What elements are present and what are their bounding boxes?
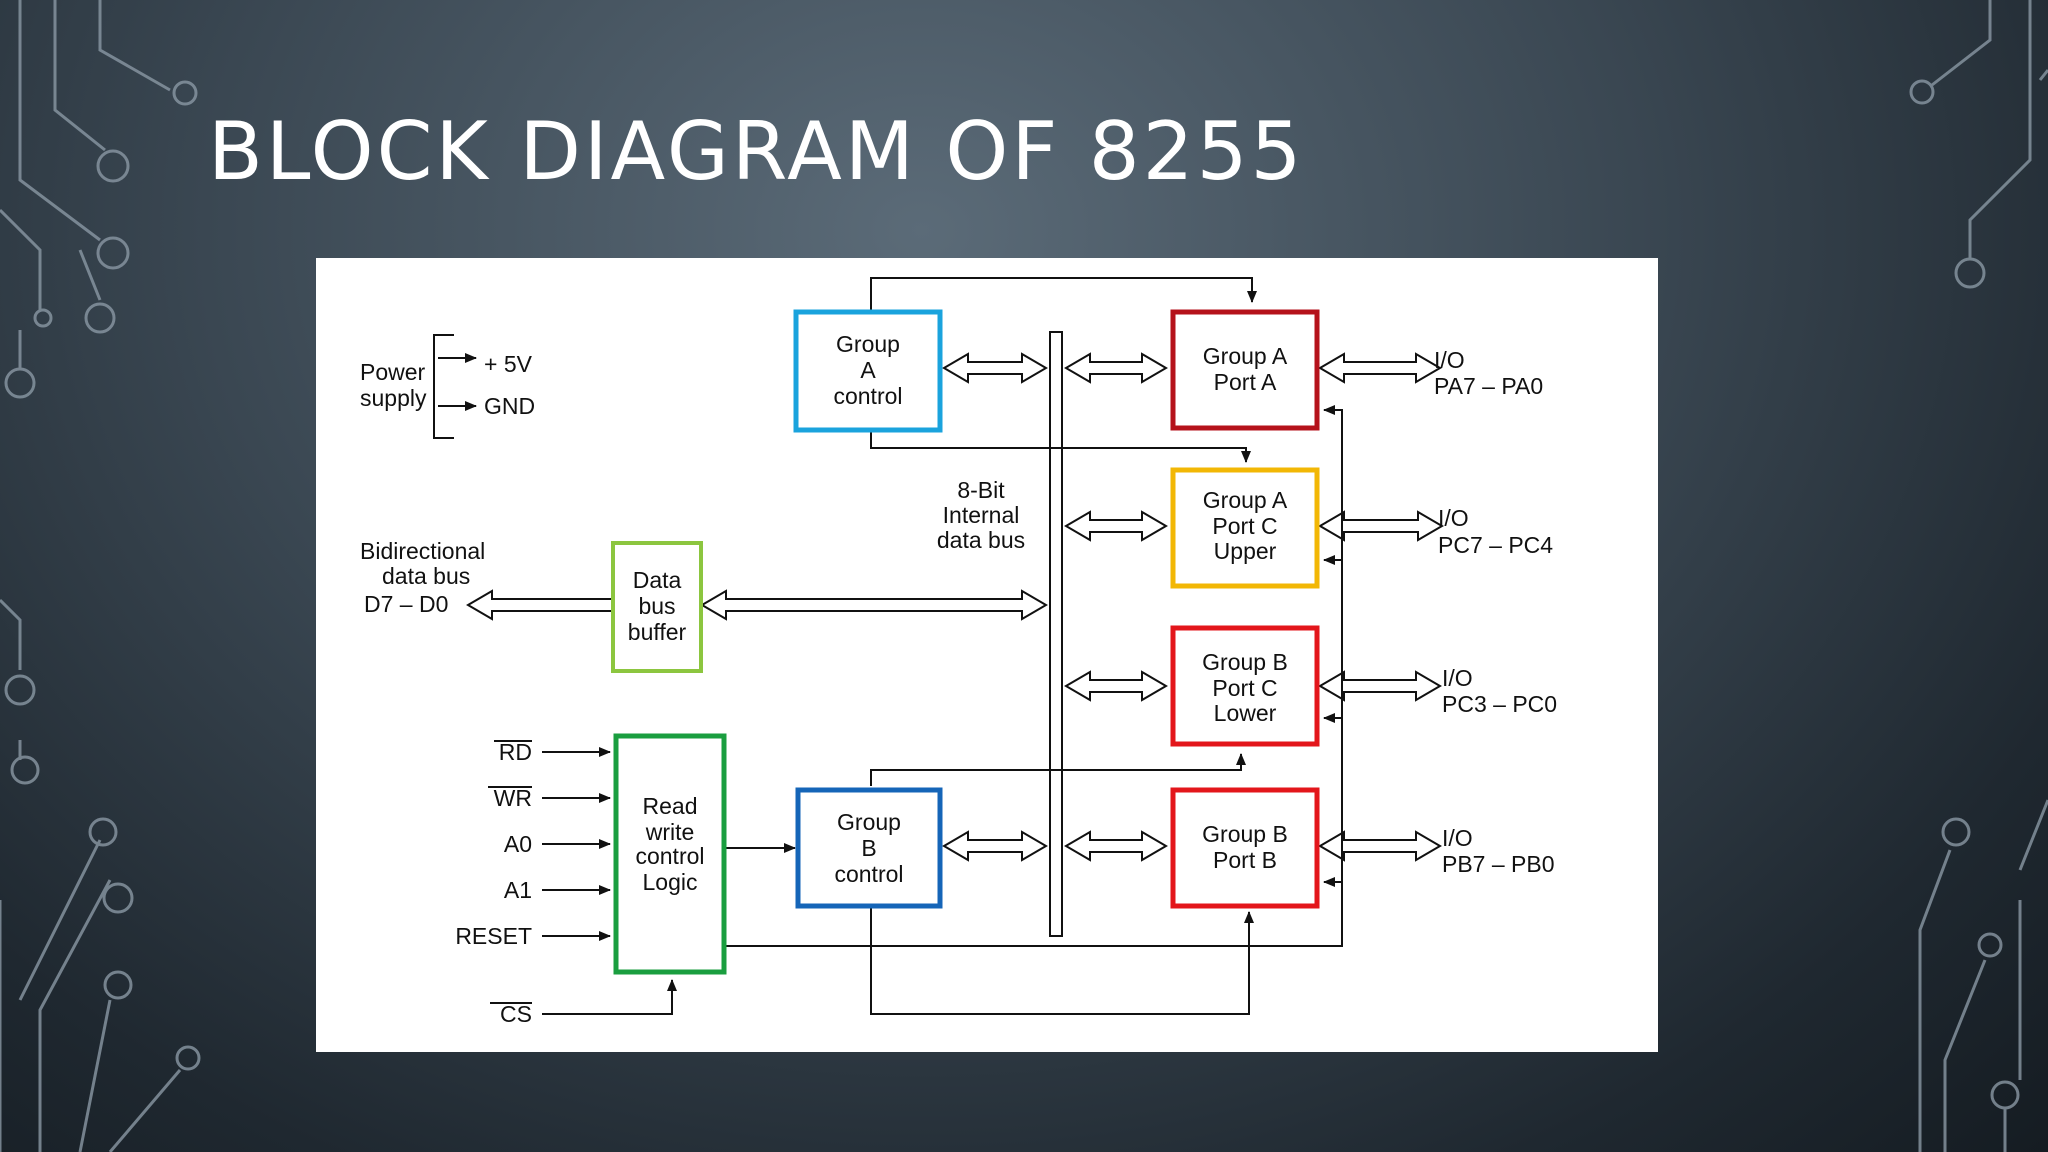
internal-bus-label-line3: data bus — [937, 527, 1025, 553]
slide-title: BLOCK DIAGRAM OF 8255 — [208, 105, 1305, 198]
external-bus-arrow — [466, 589, 638, 621]
data-bus-signal: D7 – D0 — [364, 591, 448, 617]
svg-text:Group A: Group A — [1203, 487, 1288, 513]
input-a1: A1 — [504, 877, 532, 903]
svg-text:A: A — [860, 357, 876, 383]
external-data-bus: Bidirectional data bus D7 – D0 — [360, 538, 638, 621]
data-bus-label-line2: data bus — [382, 563, 470, 589]
io-arrows — [1318, 352, 1444, 862]
io-port-c-lower-label: I/O — [1442, 665, 1473, 691]
read-write-control-logic-block: Read write control Logic — [613, 733, 727, 975]
io-labels: I/O PA7 – PA0 I/O PC7 – PC4 I/O PC3 – PC… — [1434, 347, 1557, 877]
block-diagram: Power supply + 5V GND Bidirectional data… — [360, 277, 1557, 1027]
svg-text:Logic: Logic — [643, 869, 698, 895]
svg-text:Port B: Port B — [1213, 847, 1277, 873]
io-port-a-range: PA7 – PA0 — [1434, 373, 1543, 399]
group-b-port-c-lower-block: Group B Port C Lower — [1170, 625, 1320, 747]
input-a0: A0 — [504, 831, 532, 857]
group-a-port-c-upper-block: Group A Port C Upper — [1170, 467, 1320, 589]
group-b-control-block: Group B control — [795, 787, 943, 909]
svg-text:B: B — [861, 835, 876, 861]
svg-text:control: control — [833, 383, 902, 409]
io-port-c-upper-range: PC7 – PC4 — [1438, 532, 1553, 558]
power-label-line1: Power — [360, 359, 426, 385]
vcc-label: + 5V — [484, 351, 533, 377]
power-label-line2: supply — [360, 385, 427, 411]
data-bus-buffer-block: Data bus buffer — [611, 541, 703, 673]
io-port-c-upper-label: I/O — [1438, 505, 1469, 531]
block-diagram-panel: Power supply + 5V GND Bidirectional data… — [316, 258, 1658, 1052]
io-port-a-label: I/O — [1434, 347, 1465, 373]
io-port-b-label: I/O — [1442, 825, 1473, 851]
group-b-port-b-block: Group B Port B — [1170, 787, 1320, 909]
group-a-control-block: Group A control — [793, 309, 943, 433]
gnd-label: GND — [484, 393, 535, 419]
control-inputs: RD WR A0 A1 RESET CS — [455, 739, 532, 1027]
svg-text:Group: Group — [836, 331, 900, 357]
svg-text:Group A: Group A — [1203, 343, 1288, 369]
svg-text:Read: Read — [643, 793, 698, 819]
internal-bus-label-line1: 8-Bit — [957, 477, 1005, 503]
input-rd: RD — [499, 739, 532, 765]
svg-text:Port C: Port C — [1212, 513, 1277, 539]
input-cs: CS — [500, 1001, 532, 1027]
input-reset: RESET — [455, 923, 532, 949]
internal-data-bus: 8-Bit Internal data bus — [700, 331, 1063, 937]
svg-text:Port A: Port A — [1214, 369, 1277, 395]
svg-text:Group B: Group B — [1202, 649, 1288, 675]
group-a-port-a-block: Group A Port A — [1170, 309, 1320, 431]
internal-bus-label-line2: Internal — [943, 502, 1020, 528]
input-wr: WR — [494, 785, 532, 811]
svg-text:control: control — [834, 861, 903, 887]
power-supply-group: Power supply + 5V GND — [360, 334, 535, 439]
io-port-c-lower-range: PC3 – PC0 — [1442, 691, 1557, 717]
bus-arrows — [942, 352, 1168, 862]
svg-text:control: control — [635, 843, 704, 869]
io-port-b-range: PB7 – PB0 — [1442, 851, 1555, 877]
svg-text:bus: bus — [638, 593, 675, 619]
svg-text:Upper: Upper — [1214, 538, 1277, 564]
svg-text:Data: Data — [633, 567, 682, 593]
data-bus-label-line1: Bidirectional — [360, 538, 485, 564]
svg-text:Group B: Group B — [1202, 821, 1288, 847]
svg-text:write: write — [645, 819, 695, 845]
svg-text:buffer: buffer — [628, 619, 687, 645]
control-wiring — [542, 277, 1343, 1015]
svg-text:Group: Group — [837, 809, 901, 835]
svg-text:Port C: Port C — [1212, 675, 1277, 701]
svg-text:Lower: Lower — [1214, 700, 1277, 726]
